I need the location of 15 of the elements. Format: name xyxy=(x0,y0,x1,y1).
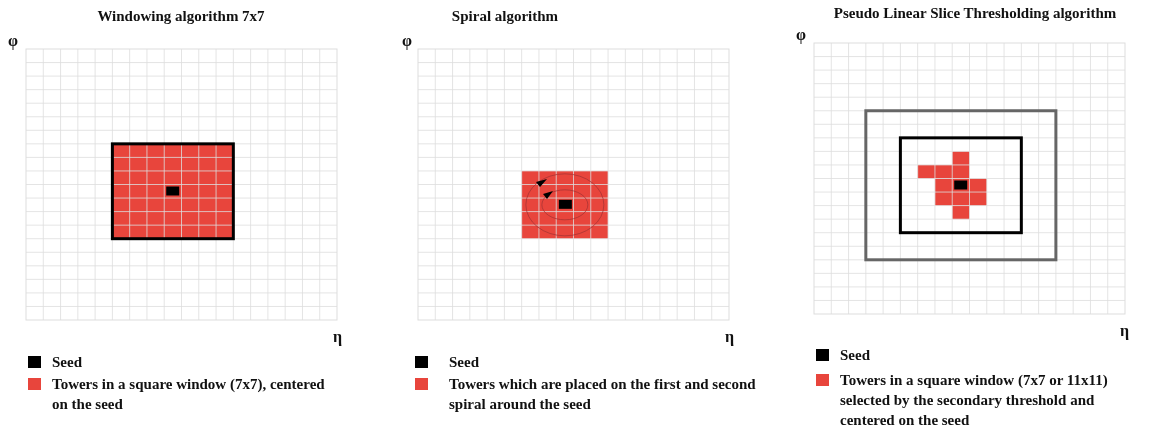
panel-title: Pseudo Linear Slice Thresholding algorithm xyxy=(833,5,1117,22)
axis-label: φ xyxy=(8,32,18,50)
legend-text: Seed xyxy=(449,353,480,372)
axis-label: η xyxy=(725,328,735,346)
axis-label: φ xyxy=(796,26,806,44)
axis-label: η xyxy=(333,328,343,346)
legend-text: Seed xyxy=(840,346,871,365)
legend-text: Towers in a square window (7x7 or 11x11) selected by the secondary threshold and centered on the seed xyxy=(840,371,1109,430)
legend-text: Seed xyxy=(52,353,83,372)
axis-label: φ xyxy=(402,32,412,50)
legend-text: Towers in a square window (7x7), centered on the seed xyxy=(52,375,326,414)
panel-title: Spiral algorithm xyxy=(451,8,559,25)
legend-text: Towers which are placed on the first and second spiral around the seed xyxy=(449,375,757,414)
panel-title: Windowing algorithm 7x7 xyxy=(97,8,265,25)
axis-label: η xyxy=(1120,322,1130,340)
